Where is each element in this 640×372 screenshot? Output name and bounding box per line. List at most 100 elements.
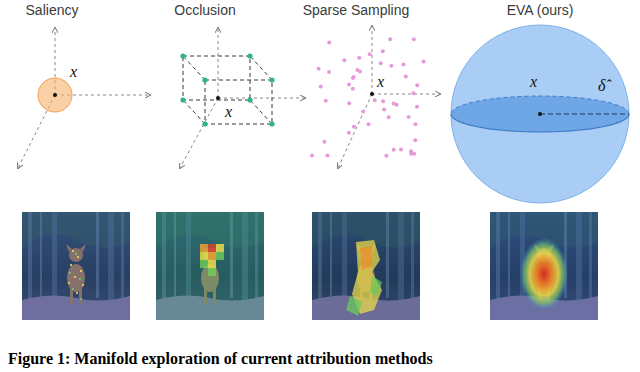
sample-dots xyxy=(361,109,365,113)
sample-dots xyxy=(373,98,377,102)
sample-dots xyxy=(327,70,331,74)
saliency-heatmap xyxy=(77,256,79,258)
occlusion-cube xyxy=(183,56,272,124)
sample-dots xyxy=(319,85,323,89)
occlusion-axes xyxy=(180,28,305,168)
sample-dots xyxy=(347,131,351,135)
sample-dots xyxy=(342,58,346,62)
sample-dots xyxy=(381,49,385,53)
sample-dots xyxy=(322,140,326,144)
saliency-heatmap xyxy=(68,250,84,294)
saliency-heatmap xyxy=(76,292,78,294)
sample-dots xyxy=(379,61,383,65)
occlusion-heatmap xyxy=(200,260,208,268)
point-label: x xyxy=(377,74,384,90)
saliency-heatmap xyxy=(80,270,82,272)
sample-dots xyxy=(384,154,388,158)
saliency-axes xyxy=(18,28,150,168)
sample-dots xyxy=(412,91,416,95)
sparse-heatmap xyxy=(312,212,420,320)
point-label: x xyxy=(70,64,77,80)
sample-dots xyxy=(325,154,329,158)
occlusion-axes xyxy=(180,98,218,168)
occlusion-vertices xyxy=(247,53,252,58)
point-dot xyxy=(216,96,220,100)
occlusion-heatmap xyxy=(216,252,224,260)
sample-dots xyxy=(357,56,361,60)
sample-dots xyxy=(310,37,426,158)
sample-dots xyxy=(347,82,351,86)
sample-dots xyxy=(392,148,396,152)
sample-dots xyxy=(368,52,372,56)
sphere-node: xδ̂ xyxy=(450,24,630,204)
sample-dots xyxy=(310,153,314,157)
sample-dots xyxy=(367,122,371,126)
occlusion-vertices xyxy=(247,97,252,102)
sample-dots xyxy=(324,99,328,103)
panel-title: EVA (ours) xyxy=(507,2,574,18)
saliency-heatmap xyxy=(70,264,72,266)
saliency-heatmap xyxy=(72,288,74,290)
panel-title: Occlusion xyxy=(174,2,235,18)
sphere-equator xyxy=(451,96,629,132)
eva-heatmap xyxy=(490,212,598,320)
saliency-heatmap xyxy=(74,276,76,278)
occlusion-cube xyxy=(183,56,250,100)
occlusion-vertices xyxy=(269,77,274,82)
occlusion-vertices xyxy=(269,121,274,126)
point-dot xyxy=(370,92,374,96)
equator-back xyxy=(451,96,629,114)
occlusion-heatmap xyxy=(200,244,208,252)
occlusion-heatmap xyxy=(208,244,216,252)
saliency-heatmap xyxy=(22,212,130,320)
occlusion-vertices xyxy=(202,121,207,126)
figure-caption: Figure 1: Manifold exploration of curren… xyxy=(8,350,433,368)
sphere-body xyxy=(451,25,629,203)
saliency-ball xyxy=(38,78,72,112)
sample-dots xyxy=(413,122,417,126)
sparse-axes xyxy=(338,94,372,168)
panel-title: Saliency xyxy=(26,2,79,18)
occlusion-heatmap xyxy=(200,252,208,260)
sparse-heatmap xyxy=(360,246,372,270)
sample-dots xyxy=(395,103,399,107)
eva-sphere xyxy=(450,24,630,204)
eva-heatmap xyxy=(490,212,598,320)
occlusion-heatmap xyxy=(208,260,216,268)
occlusion-heatmap xyxy=(216,244,224,252)
occlusion-heatmap xyxy=(200,244,224,276)
sparse-axes xyxy=(372,26,373,94)
sample-dots xyxy=(355,68,359,72)
sparse-heatmap xyxy=(346,296,362,316)
point-dot xyxy=(538,112,542,116)
sample-dots xyxy=(389,64,393,68)
sample-dots xyxy=(381,99,385,103)
sample-dots xyxy=(351,76,355,80)
occlusion-vertices xyxy=(180,97,185,102)
occlusion-vertices xyxy=(180,53,274,126)
sample-dots xyxy=(327,40,331,44)
saliency-heatmap xyxy=(79,278,81,280)
sample-dots xyxy=(317,67,321,71)
panel-title: Sparse Sampling xyxy=(303,2,410,18)
point-label: x xyxy=(530,74,537,90)
saliency-heatmap xyxy=(80,298,82,300)
saliency-heatmap xyxy=(69,253,82,300)
radius-line xyxy=(540,113,629,114)
sample-dots xyxy=(415,105,419,109)
sample-dots xyxy=(382,107,386,111)
eva-heatmap xyxy=(490,212,598,320)
equator-front xyxy=(451,114,629,132)
sample-dots xyxy=(413,138,417,142)
sample-dots xyxy=(404,75,408,79)
occlusion-heatmap xyxy=(156,212,264,320)
sparse-heatmap xyxy=(312,212,420,320)
occlusion-cube xyxy=(183,56,272,124)
point-label: x xyxy=(225,104,232,120)
occlusion-axes xyxy=(218,98,305,99)
saliency-heatmap xyxy=(22,212,130,320)
saliency-heatmap xyxy=(82,284,84,286)
sparse-axes xyxy=(372,94,440,95)
sample-dots xyxy=(388,37,392,41)
